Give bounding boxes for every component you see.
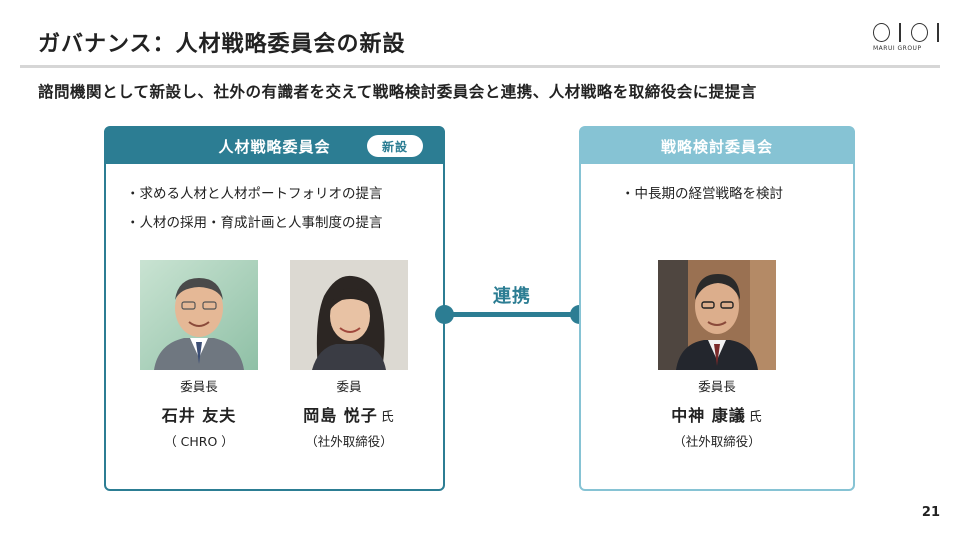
member-name: 岡島 悦子氏 (290, 402, 408, 426)
header-divider (20, 65, 940, 68)
member-name-text: 岡島 悦子 (303, 406, 378, 425)
member-photo (140, 260, 258, 370)
page-title: ガバナンス：人材戦略委員会の新設 (38, 32, 406, 57)
hr-strategy-committee-header: 人材戦略委員会 新設 (106, 128, 443, 164)
member-honorific: 氏 (380, 410, 395, 425)
logo-text: MARUI GROUP (873, 45, 922, 52)
marui-group-logo: MARUI GROUP (873, 22, 939, 52)
link-connector-dot-left (435, 305, 454, 324)
new-badge: 新設 (367, 135, 423, 157)
member-photo (658, 260, 776, 370)
member-name: 中神 康議氏 (658, 402, 776, 426)
member-honorific: 氏 (748, 410, 763, 425)
member-name: 石井 友夫 (140, 402, 258, 426)
page-number: 21 (921, 505, 940, 520)
link-label: 連携 (493, 286, 531, 307)
link-connector-line (445, 312, 580, 317)
member-okajima: 委員 岡島 悦子氏 （社外取締役） (290, 260, 408, 450)
hr-strategy-committee-bullets: 求める人材と人材ポートフォリオの提言 人材の採用・育成計画と人事制度の提言 (126, 180, 383, 238)
strategy-review-committee-bullets: 中長期の経営戦略を検討 (621, 180, 784, 209)
member-role: 委員長 (180, 379, 218, 394)
member-role: 委員 (336, 379, 362, 394)
member-ishii: 委員長 石井 友夫 （ CHRO ） (140, 260, 258, 450)
member-nakagami: 委員長 中神 康議氏 （社外取締役） (658, 260, 776, 450)
strategy-review-committee-title: 戦略検討委員会 (660, 137, 773, 156)
page-subtitle: 諮問機関として新設し、社外の有識者を交えて戦略検討委員会と連携、人材戦略を取締役… (38, 83, 757, 101)
member-photo (290, 260, 408, 370)
bullet-item: 中長期の経営戦略を検討 (621, 180, 784, 209)
bullet-item: 求める人材と人材ポートフォリオの提言 (126, 180, 383, 209)
bullet-item: 人材の採用・育成計画と人事制度の提言 (126, 209, 383, 238)
member-name-text: 中神 康議 (671, 406, 746, 425)
member-affiliation: （社外取締役） (305, 434, 393, 449)
strategy-review-committee-header: 戦略検討委員会 (581, 128, 853, 164)
member-affiliation: （社外取締役） (673, 434, 761, 449)
member-role: 委員長 (698, 379, 736, 394)
logo-mark-icon (873, 22, 939, 42)
hr-strategy-committee-title: 人材戦略委員会 (218, 137, 331, 156)
member-name-text: 石井 友夫 (161, 406, 237, 425)
member-affiliation: （ CHRO ） (164, 434, 234, 449)
